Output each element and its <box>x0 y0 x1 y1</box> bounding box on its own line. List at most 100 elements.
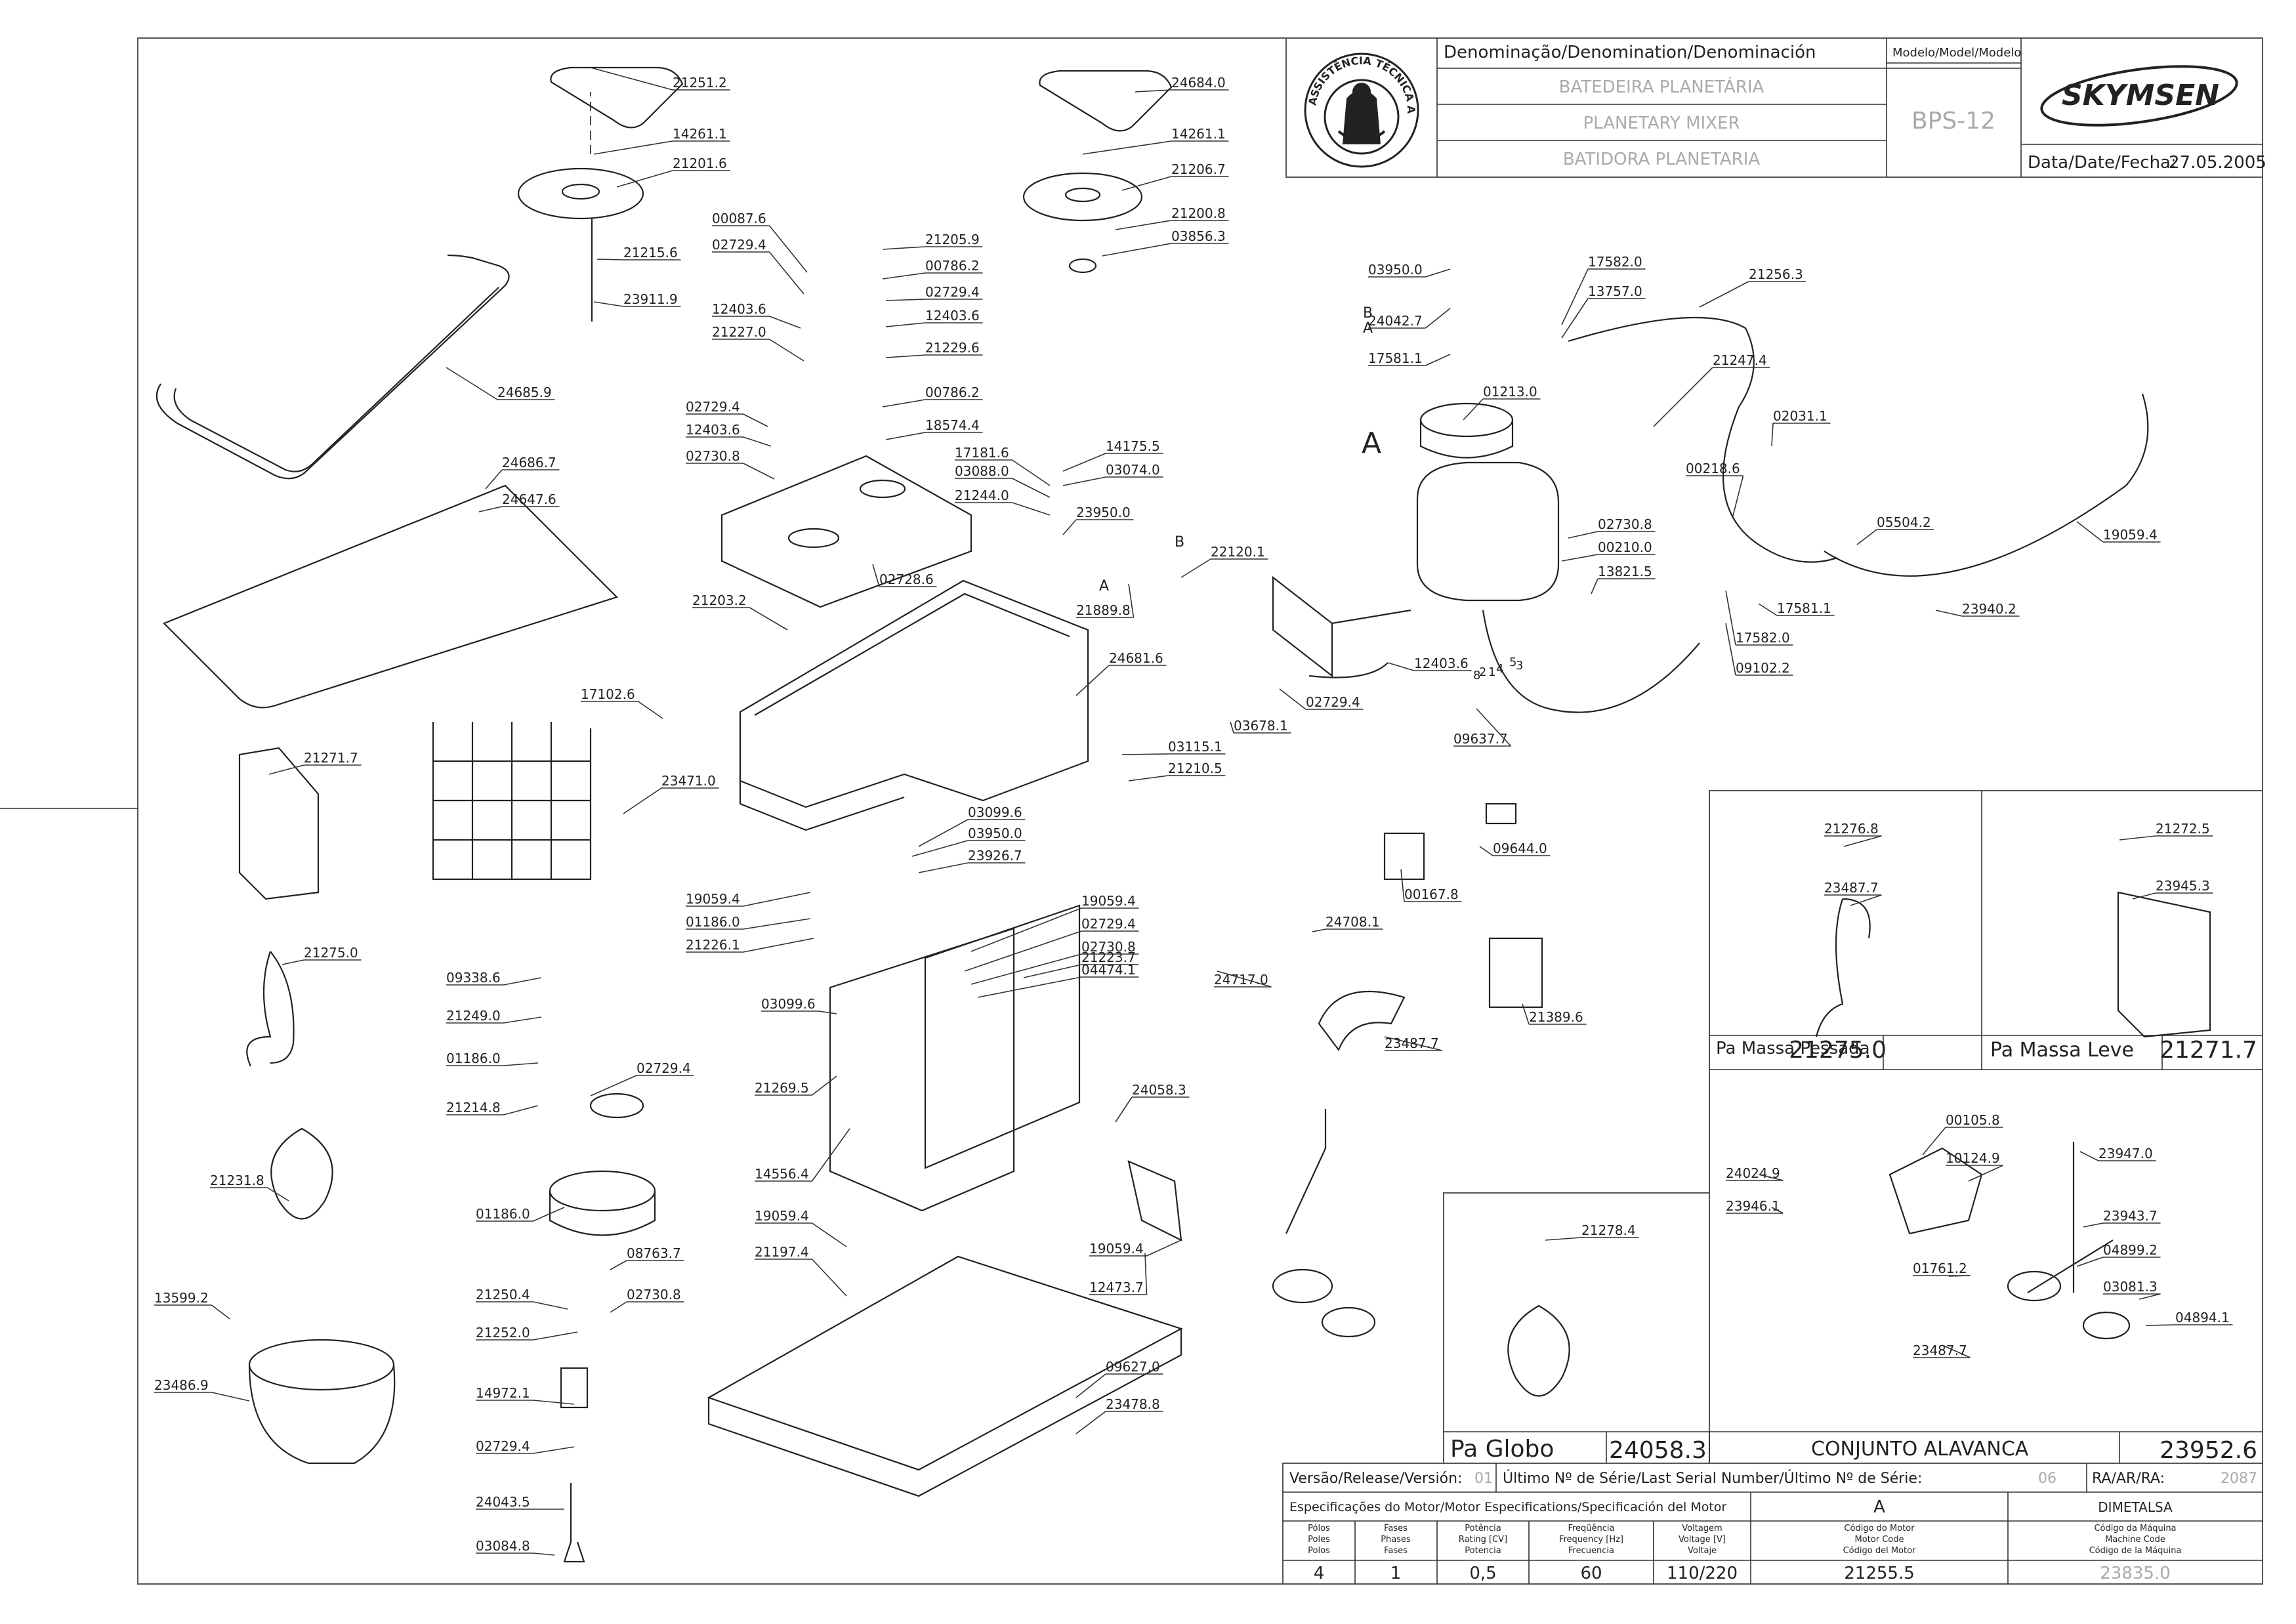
part-callout: 21201.6 <box>616 156 730 188</box>
part-number: 19059.4 <box>2103 527 2158 543</box>
part-number: 23911.9 <box>623 291 678 307</box>
part-number: 21227.0 <box>712 324 766 340</box>
callout-leader <box>485 469 503 489</box>
part-number: 23487.7 <box>1824 880 1879 896</box>
part-callout: 23471.0 <box>623 773 719 814</box>
part-callout: 23487.7 <box>1913 1343 1971 1358</box>
part-callout: 13821.5 <box>1591 564 1656 594</box>
spec-value: 4 <box>1314 1564 1325 1583</box>
part-number: 21210.5 <box>1168 760 1222 776</box>
part-number: 23945.3 <box>2156 878 2210 894</box>
callout-leader <box>1146 1239 1182 1257</box>
part-callout: 21210.5 <box>1128 760 1226 781</box>
callout-leader <box>882 399 926 407</box>
callout-leader <box>743 938 814 953</box>
callout-leader <box>811 1128 850 1182</box>
part-callout: 02730.8 <box>610 1287 684 1313</box>
part-number: 21215.6 <box>623 245 678 260</box>
part-callout: 17581.1 <box>1368 350 1451 366</box>
part-number: 03115.1 <box>1168 739 1222 755</box>
part-callout: 17582.0 <box>1561 254 1646 325</box>
part-callout: 08763.7 <box>610 1245 684 1270</box>
part-callout: 03084.8 <box>476 1538 555 1556</box>
callout-leader <box>1217 970 1272 988</box>
callout-leader <box>977 976 1082 998</box>
callout-leader <box>1312 928 1326 932</box>
part-callout: 00167.8 <box>1400 869 1462 902</box>
callout-leader <box>1082 140 1172 155</box>
part-number: 23947.0 <box>2098 1146 2153 1161</box>
part-callout: 00210.0 <box>1561 539 1656 562</box>
callout-leader <box>593 301 624 307</box>
callout-leader <box>1568 531 1598 539</box>
part-number: 10124.9 <box>1946 1150 2000 1166</box>
part-callout: 19059.4 <box>755 1208 847 1247</box>
part-callout: 02729.4 <box>590 1060 694 1096</box>
part-number: 02730.8 <box>1598 516 1652 532</box>
part-callout: 09637.7 <box>1453 708 1512 747</box>
connector-letter: 5 <box>1509 656 1516 669</box>
part-number: 21200.8 <box>1171 205 1226 221</box>
part-number: 19059.4 <box>755 1208 809 1224</box>
spec-col-rating: Potência Rating [CV] Potencia 0,5 <box>1459 1524 1507 1583</box>
callout-leader <box>882 246 926 250</box>
part-callout: 23487.7 <box>1824 880 1882 906</box>
svg-text:Polos: Polos <box>1308 1546 1330 1556</box>
seal-text: ASSISTÊNCIA TÉCNICA AUTORIZADA <box>0 0 1417 114</box>
part-number: 03084.8 <box>476 1538 530 1554</box>
callout-leader <box>1075 1411 1106 1434</box>
part-callout: 17181.6 <box>955 445 1051 486</box>
part-callout: 23940.2 <box>1935 601 2020 617</box>
part-number: 21231.8 <box>210 1173 264 1188</box>
part-callout: 09338.6 <box>446 970 542 986</box>
callout-leader <box>1699 281 1749 308</box>
callout-leader <box>1653 367 1713 427</box>
callout-leader <box>743 436 772 447</box>
part-number: 12403.6 <box>686 422 740 438</box>
part-number: 21247.4 <box>1713 352 1767 368</box>
part-callout: 13599.2 <box>154 1290 230 1320</box>
callout-leader <box>885 432 926 440</box>
callout-leader <box>812 1222 847 1247</box>
part-number: 19059.4 <box>1081 893 1136 909</box>
callout-leader <box>533 1301 568 1310</box>
callout-leader <box>1758 603 1778 616</box>
connector-letter: A <box>1363 320 1373 337</box>
spec-col-motor-code: Código do Motor Motor Code Código del Mo… <box>1843 1524 1916 1583</box>
svg-text:Fases: Fases <box>1384 1524 1408 1533</box>
spec-value: 21255.5 <box>1844 1564 1915 1583</box>
spec-col-voltage: Voltagem Voltage [V] Voltaje 110/220 <box>1667 1524 1738 1583</box>
subassembly-code: 24058.3 <box>1609 1437 1707 1464</box>
part-callout: 21215.6 <box>596 245 681 260</box>
part-number: 02730.8 <box>1081 939 1136 955</box>
part-callout: 03099.6 <box>918 804 1026 847</box>
ra-value: 2087 <box>2221 1470 2257 1487</box>
callout-leader <box>1115 1096 1133 1123</box>
part-number: 14972.1 <box>476 1385 530 1401</box>
part-callout: 02729.4 <box>1279 688 1364 710</box>
part-callout: 00218.6 <box>1686 461 1744 519</box>
part-number: 23950.0 <box>1076 505 1131 520</box>
part-number: 23487.7 <box>1913 1343 1967 1358</box>
part-callout: 21251.2 <box>590 67 730 91</box>
part-number: 00087.6 <box>712 211 766 226</box>
part-callout: 12473.7 <box>1089 1253 1148 1295</box>
callout-leader <box>768 225 808 273</box>
part-callout: 05504.2 <box>1856 514 1934 545</box>
subassembly-code: 23952.6 <box>2160 1437 2257 1464</box>
part-number: 21250.4 <box>476 1287 530 1302</box>
callout-leader <box>533 1552 555 1556</box>
callout-leader <box>918 819 969 847</box>
part-callout: 23945.3 <box>2132 878 2213 900</box>
spec-value: 110/220 <box>1667 1564 1738 1583</box>
part-callout: 02730.8 <box>971 939 1139 985</box>
part-number: 13599.2 <box>154 1290 209 1306</box>
part-number: 01186.0 <box>476 1206 530 1222</box>
part-number: 19059.4 <box>686 891 740 907</box>
svg-text:Código do Motor: Código do Motor <box>1844 1524 1915 1533</box>
model-value: BPS-12 <box>1911 108 1995 135</box>
callout-leader <box>478 506 503 512</box>
part-callout: 21252.0 <box>476 1325 578 1341</box>
callout-leader <box>610 1301 627 1313</box>
detail-boxes: Pa Massa Pessada 21275.0 Pa Massa Leve 2… <box>1443 790 2263 1464</box>
